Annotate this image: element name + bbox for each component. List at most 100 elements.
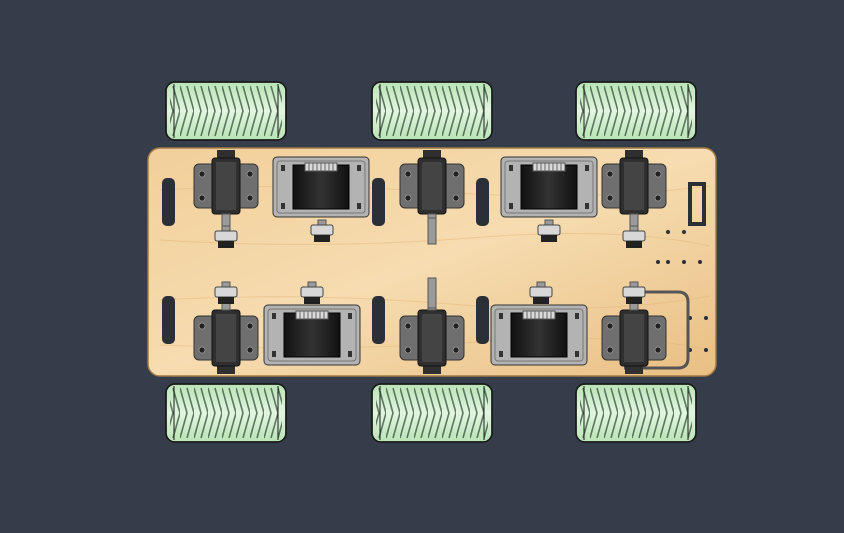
mounting-hole	[656, 260, 660, 264]
pulley	[310, 219, 334, 242]
pulley-hub	[541, 235, 557, 242]
tire-tread	[376, 384, 488, 442]
mounting-slot	[372, 178, 385, 226]
bolt-icon	[654, 170, 662, 178]
bolt-icon	[404, 322, 412, 330]
bearing-block	[601, 150, 667, 227]
bracket-screw	[575, 313, 579, 319]
bolt-icon	[654, 322, 662, 330]
bearing-block	[399, 297, 465, 374]
side-bracket	[624, 290, 690, 370]
mounting-hole	[704, 316, 708, 320]
pulley-flange	[622, 286, 646, 298]
shaft-stub	[629, 213, 639, 227]
mounting-hole	[666, 230, 670, 234]
bolt-icon	[606, 194, 614, 202]
pulley-hub	[314, 235, 330, 242]
drive-shaft	[427, 277, 437, 309]
stepper-motor-body	[510, 312, 568, 358]
bracket-screw	[575, 351, 579, 357]
pulley-hub	[218, 297, 234, 304]
bolt-icon	[246, 170, 254, 178]
wheel	[371, 81, 493, 141]
bracket-screw	[357, 203, 361, 209]
axle-collar	[423, 366, 441, 374]
axle-collar	[625, 366, 643, 374]
bracket-screw	[272, 351, 276, 357]
bracket-screw	[585, 165, 589, 171]
pulley-hub	[626, 241, 642, 248]
tire-tread	[376, 82, 488, 140]
pulley	[300, 281, 324, 304]
bracket-screw	[499, 351, 503, 357]
mounting-hole	[682, 230, 686, 234]
bolt-icon	[452, 346, 460, 354]
stepper-motor-body	[283, 312, 341, 358]
tire-tread	[170, 384, 282, 442]
bracket-screw	[348, 351, 352, 357]
bracket-screw	[499, 313, 503, 319]
bearing-block	[601, 297, 667, 374]
axle-collar	[217, 366, 235, 374]
pulley	[622, 281, 646, 304]
bolt-icon	[654, 346, 662, 354]
bolt-icon	[606, 322, 614, 330]
bolt-icon	[452, 170, 460, 178]
bolt-icon	[452, 322, 460, 330]
bearing-block	[399, 150, 465, 227]
bolt-icon	[452, 194, 460, 202]
mounting-slot	[162, 296, 175, 344]
bracket-screw	[357, 165, 361, 171]
bolt-icon	[404, 170, 412, 178]
wheel	[575, 81, 697, 141]
mounting-hole	[666, 260, 670, 264]
bracket-screw	[509, 165, 513, 171]
bolt-icon	[246, 194, 254, 202]
mounting-slot	[372, 296, 385, 344]
bracket-screw	[348, 313, 352, 319]
tire-tread	[170, 82, 282, 140]
pulley-hub	[533, 297, 549, 304]
pulley-flange	[529, 286, 553, 298]
bolt-icon	[606, 170, 614, 178]
wheel	[575, 383, 697, 443]
mounting-hole	[698, 260, 702, 264]
stepper-motor-body	[292, 164, 350, 210]
pulley	[214, 281, 238, 304]
stepper-motor-body	[520, 164, 578, 210]
bolt-icon	[246, 322, 254, 330]
bearing-block	[193, 150, 259, 227]
wheel	[165, 81, 287, 141]
bolt-icon	[198, 194, 206, 202]
stepper-motor-assembly	[490, 304, 588, 366]
drive-shaft	[427, 217, 437, 245]
mounting-slot	[476, 296, 489, 344]
stepper-motor-assembly	[263, 304, 361, 366]
pulley-hub	[626, 297, 642, 304]
mounting-slot	[162, 178, 175, 226]
tire-tread	[580, 82, 692, 140]
bolt-icon	[198, 346, 206, 354]
axle-collar	[625, 150, 643, 158]
corner-bracket	[688, 182, 706, 226]
shaft-stub	[221, 213, 231, 227]
bolt-icon	[198, 322, 206, 330]
pulley	[529, 281, 553, 304]
axle-collar	[423, 150, 441, 158]
bracket-screw	[585, 203, 589, 209]
stepper-motor-assembly	[500, 156, 598, 218]
bearing-block	[193, 297, 259, 374]
pulley	[622, 225, 646, 248]
bolt-icon	[404, 346, 412, 354]
bolt-icon	[654, 194, 662, 202]
pulley-flange	[214, 230, 238, 242]
bolt-icon	[246, 346, 254, 354]
bracket-screw	[281, 165, 285, 171]
mounting-slot	[476, 178, 489, 226]
bracket-screw	[509, 203, 513, 209]
bolt-icon	[198, 170, 206, 178]
bracket-screw	[272, 313, 276, 319]
pulley	[214, 225, 238, 248]
